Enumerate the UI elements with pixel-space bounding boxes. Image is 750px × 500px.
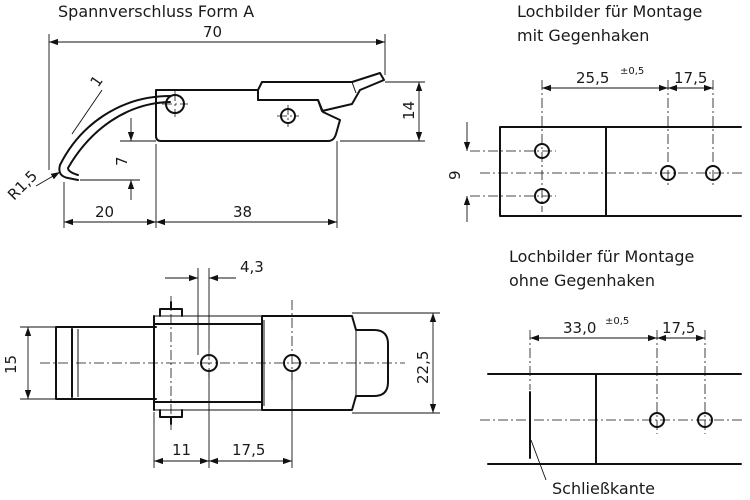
- pattern-without-hook-outline: [487, 373, 742, 465]
- pattern-with-hook: 25,5 ±0,5 17,5 9: [446, 66, 745, 222]
- dim-without-hook-tolerance: ±0,5: [605, 316, 629, 327]
- side-wire-hook: [58, 95, 171, 181]
- dim-base-length: 38: [233, 203, 252, 221]
- title-main: Spannverschluss Form A: [58, 2, 254, 21]
- dim-without-hook-distance: 33,0: [563, 319, 596, 337]
- title-with-hook-line2: mit Gegenhaken: [517, 26, 649, 45]
- side-wire-hook-inner: [67, 101, 171, 176]
- side-pivot-center-mark: [162, 91, 188, 117]
- side-mount-center-mark: [277, 105, 299, 127]
- title-with-hook-line1: Lochbilder für Montage: [517, 2, 702, 21]
- dim-hole-offset: 4,3: [240, 258, 264, 276]
- side-base-plate: [155, 89, 341, 142]
- side-lever: [257, 72, 385, 112]
- dim-overall-length: 70: [203, 23, 222, 41]
- dim-with-hook-vertical: 9: [446, 170, 464, 180]
- dim-spacing-a: 11: [172, 441, 191, 459]
- dim-height: 14: [400, 101, 418, 120]
- dim-radius: R1,5: [4, 167, 41, 204]
- title-without-hook-line2: ohne Gegenhaken: [509, 271, 655, 290]
- side-view: 70 14 1 7 R1,5 20 38: [4, 23, 425, 228]
- pattern-with-hook-outline: [499, 126, 742, 217]
- dim-hook-height: 7: [113, 156, 131, 166]
- dim-wire-thickness: 1: [87, 72, 107, 90]
- side-lever-tip: [351, 81, 357, 94]
- dim-reach: 20: [95, 203, 114, 221]
- pattern-without-hook: 33,0 ±0,5 17,5 Schließkante: [480, 316, 745, 498]
- dim-without-hook-spacing: 17,5: [662, 319, 695, 337]
- dim-spacing-b: 17,5: [232, 441, 265, 459]
- dim-width-left: 15: [2, 355, 20, 374]
- edge-label: Schließkante: [552, 479, 655, 498]
- dim-width-right: 22,5: [414, 351, 432, 384]
- dim-with-hook-spacing: 17,5: [674, 69, 707, 87]
- top-wire-loop: [55, 326, 157, 400]
- dim-with-hook-tolerance: ±0,5: [620, 66, 644, 77]
- top-view: 4,3 15 22,5 11 17,5: [2, 258, 440, 468]
- title-without-hook-line1: Lochbilder für Montage: [509, 247, 694, 266]
- top-lever: [261, 315, 389, 411]
- dim-with-hook-distance: 25,5: [576, 69, 609, 87]
